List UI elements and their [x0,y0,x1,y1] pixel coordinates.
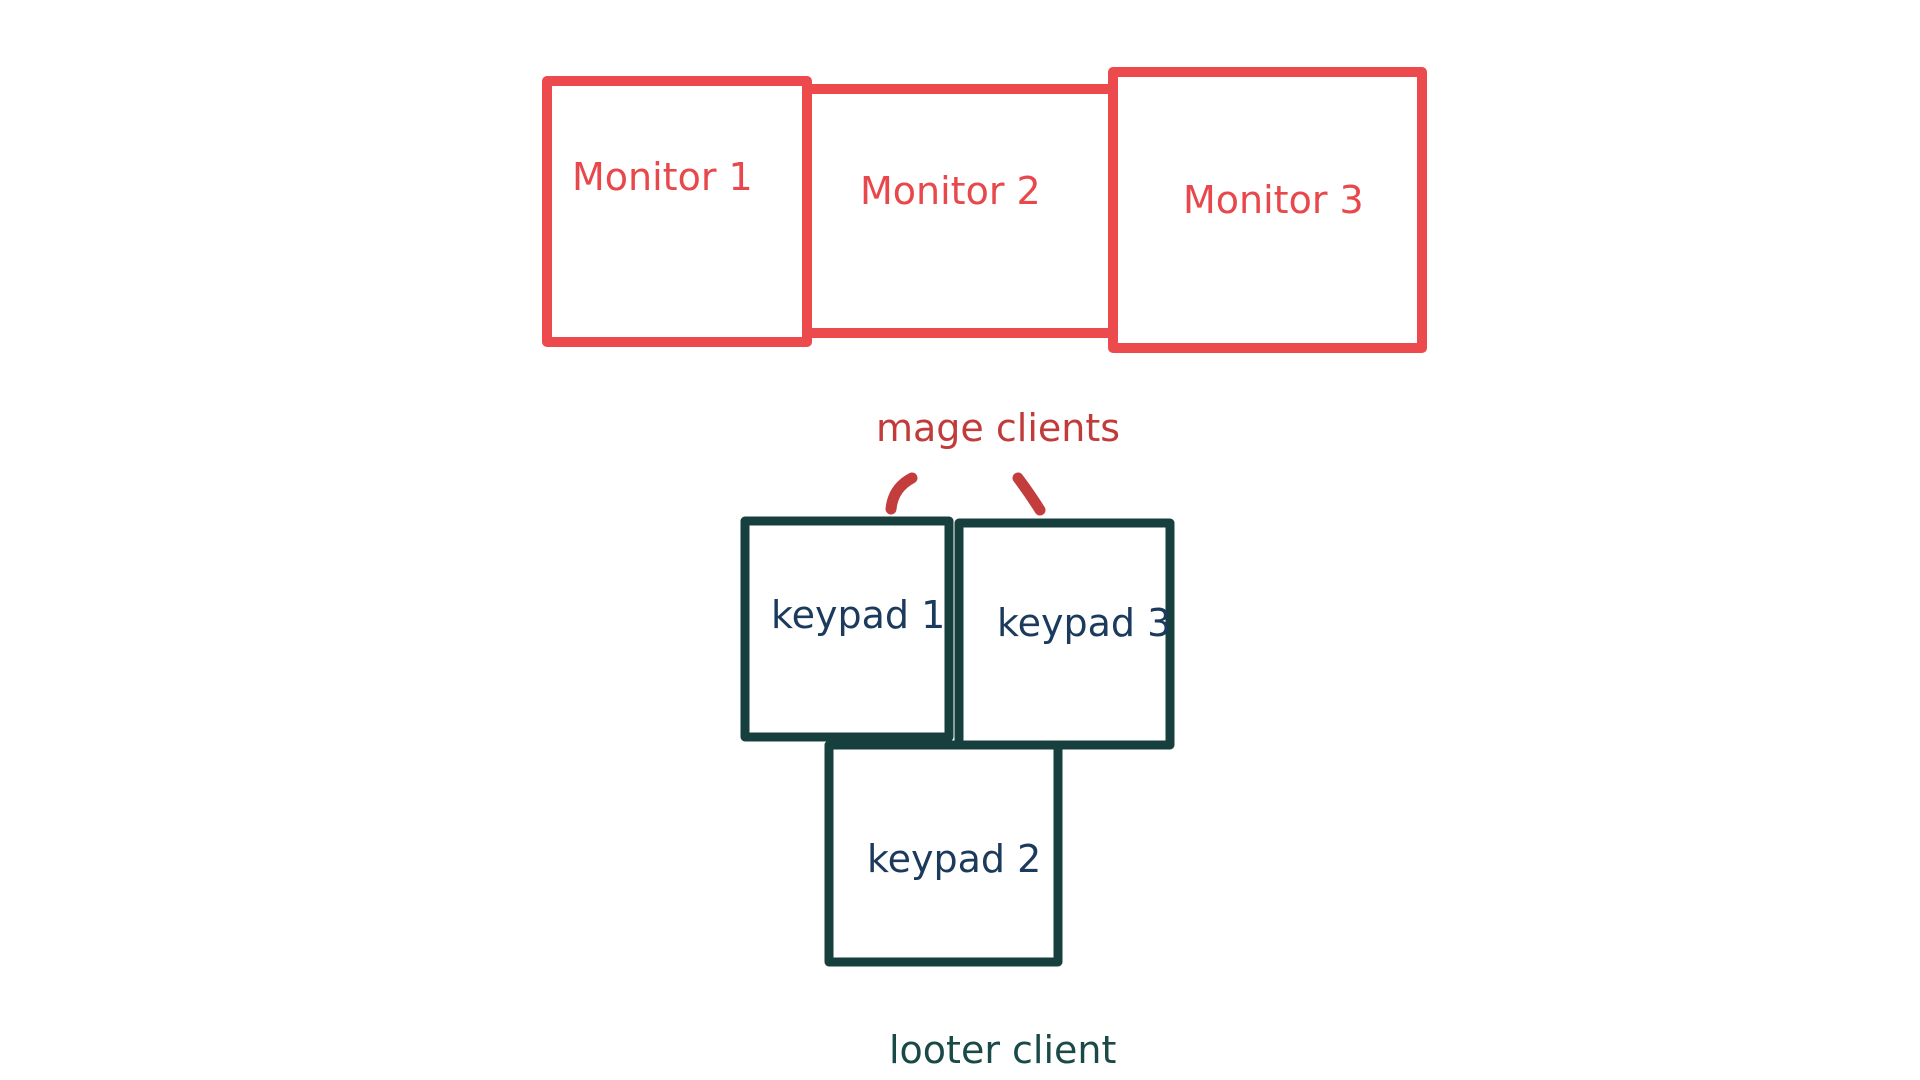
monitor-2-label: Monitor 2 [860,169,1041,213]
keypad-1-box [740,516,954,742]
keypad-3-label: keypad 3 [997,601,1172,645]
monitor-1-label: Monitor 1 [572,155,753,199]
monitor-1-box [542,76,812,347]
keypad-1-label: keypad 1 [771,593,946,637]
mage-connector-right [1012,472,1046,516]
keypad-2-box [824,740,1063,967]
keypad-3-box [954,518,1175,750]
mage-clients-label: mage clients [876,406,1121,450]
looter-client-label: looter client [889,1028,1117,1072]
keypad-2-label: keypad 2 [867,837,1042,881]
monitor-3-box [1108,67,1427,353]
mage-connector-left [885,472,918,515]
monitor-3-label: Monitor 3 [1183,178,1364,222]
